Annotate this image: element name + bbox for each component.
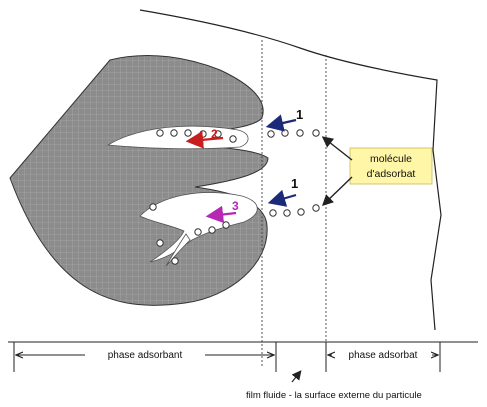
callout-line-2: d'adsorbat [367,168,416,180]
arrow-label-1-upper: 1 [296,107,303,122]
callout-pointer-lower [324,177,352,204]
molecules-film-upper [268,130,319,137]
molecules-film-lower [270,205,319,216]
callout-line-1: molécule [370,153,412,165]
arrow-label-3: 3 [232,199,239,213]
arrow-label-2: 2 [211,127,218,141]
adsorbent-particle [10,55,268,305]
label-phase-adsorbant: phase adsorbant [108,350,183,361]
callout-pointer-upper [324,138,352,160]
arrow-film-upper [270,120,296,126]
label-bottom-caption: film fluide - la surface externe du part… [246,390,422,401]
film-pointer [292,372,300,382]
arrow-film-lower [272,195,296,202]
arrow-label-1-lower: 1 [291,176,298,191]
label-phase-adsorbat: phase adsorbat [349,350,418,361]
